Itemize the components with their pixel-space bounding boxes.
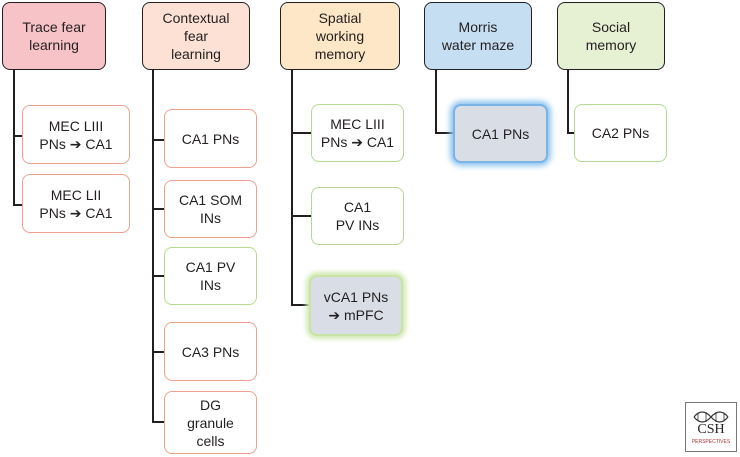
connector-line <box>291 132 311 134</box>
connector-line <box>291 70 293 305</box>
connector-line <box>567 132 574 134</box>
connector-line <box>567 70 569 133</box>
connector-line <box>13 135 22 137</box>
connector-line <box>291 215 311 217</box>
box-ca1-pv-ins-spatial: CA1 PV INs <box>311 187 404 245</box>
logo-subtext: PERSPECTIVES <box>691 439 731 445</box>
connector-line <box>13 70 15 205</box>
box-mec-liii-pns-ca1: MEC LIII PNs ➔ CA1 <box>22 105 130 164</box>
box-ca3-pns: CA3 PNs <box>164 322 257 381</box>
connector-line <box>152 208 164 210</box>
header-spatial-working-memory: Spatial working memory <box>280 2 400 70</box>
connector-line <box>152 351 164 353</box>
box-mec-liii-pns-ca1-spatial: MEC LIII PNs ➔ CA1 <box>311 104 404 162</box>
connector-line <box>435 132 453 134</box>
csh-perspectives-logo: CSH PERSPECTIVES <box>685 402 737 452</box>
box-mec-lii-pns-ca1: MEC LII PNs ➔ CA1 <box>22 174 130 233</box>
box-dg-granule-cells: DG granule cells <box>164 391 257 454</box>
header-trace-fear-learning: Trace fear learning <box>2 2 106 70</box>
box-ca1-pv-ins: CA1 PV INs <box>164 247 257 305</box>
connector-line <box>152 139 164 141</box>
header-morris-water-maze: Morris water maze <box>424 2 532 70</box>
logo-text: CSH <box>697 422 725 437</box>
header-contextual-fear-learning: Contextual fear learning <box>142 2 250 70</box>
connector-line <box>291 304 311 306</box>
box-ca1-som-ins: CA1 SOM INs <box>164 180 257 238</box>
box-vca1-pns-mpfc: vCA1 PNs ➔ mPFC <box>309 275 403 336</box>
connector-line <box>13 204 22 206</box>
box-ca1-pns-morris: CA1 PNs <box>453 104 548 163</box>
connector-line <box>152 70 154 422</box>
connector-line <box>152 275 164 277</box>
header-social-memory: Social memory <box>557 2 665 70</box>
box-ca2-pns: CA2 PNs <box>574 104 667 162</box>
dna-helix-icon <box>693 411 729 423</box>
connector-line <box>152 421 164 423</box>
box-ca1-pns: CA1 PNs <box>164 109 257 168</box>
connector-line <box>435 70 437 133</box>
